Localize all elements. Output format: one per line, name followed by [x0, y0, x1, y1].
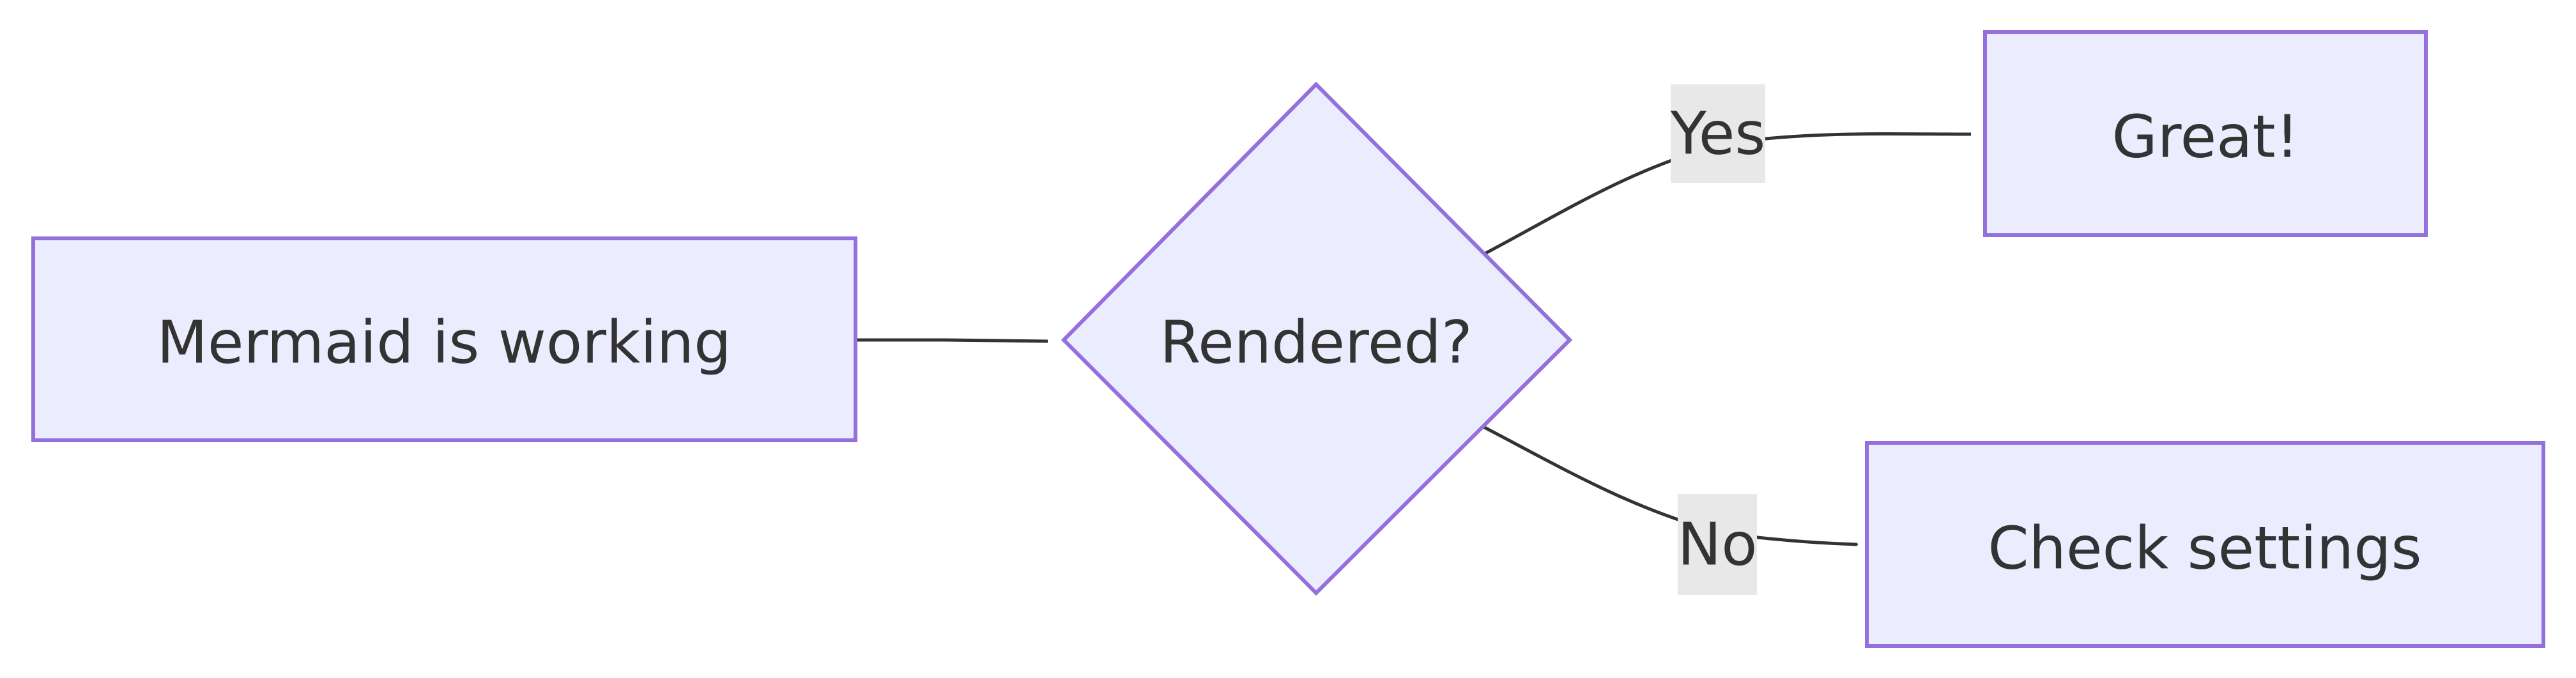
node-rendered-decision-diamond: [1061, 81, 1573, 596]
node-check-settings-label: Check settings: [1988, 514, 2421, 583]
node-great[interactable]: Great!: [1983, 30, 2428, 237]
node-check-settings-box: [1865, 441, 2545, 648]
node-rendered-decision[interactable]: Rendered?: [1061, 81, 1573, 596]
edge-label-yes-text: Yes: [1670, 100, 1766, 168]
node-check-settings[interactable]: Check settings: [1865, 441, 2545, 648]
edge-label-no-text: No: [1677, 511, 1757, 579]
node-rendered-decision-label: Rendered?: [1160, 309, 1472, 377]
edge-start-to-decision: [856, 338, 1048, 343]
node-great-label: Great!: [2112, 103, 2299, 171]
edge-label-no: No: [1677, 494, 1758, 595]
node-mermaid-is-working[interactable]: Mermaid is working: [31, 236, 857, 442]
node-mermaid-is-working-label: Mermaid is working: [157, 309, 731, 377]
edge-label-yes-background: [1671, 84, 1765, 183]
node-mermaid-is-working-box: [31, 236, 857, 442]
edge-label-yes: Yes: [1670, 84, 1766, 183]
node-great-box: [1983, 30, 2428, 237]
edge-label-no-background: [1678, 494, 1757, 595]
edge-decision-to-check: [1482, 425, 1858, 546]
